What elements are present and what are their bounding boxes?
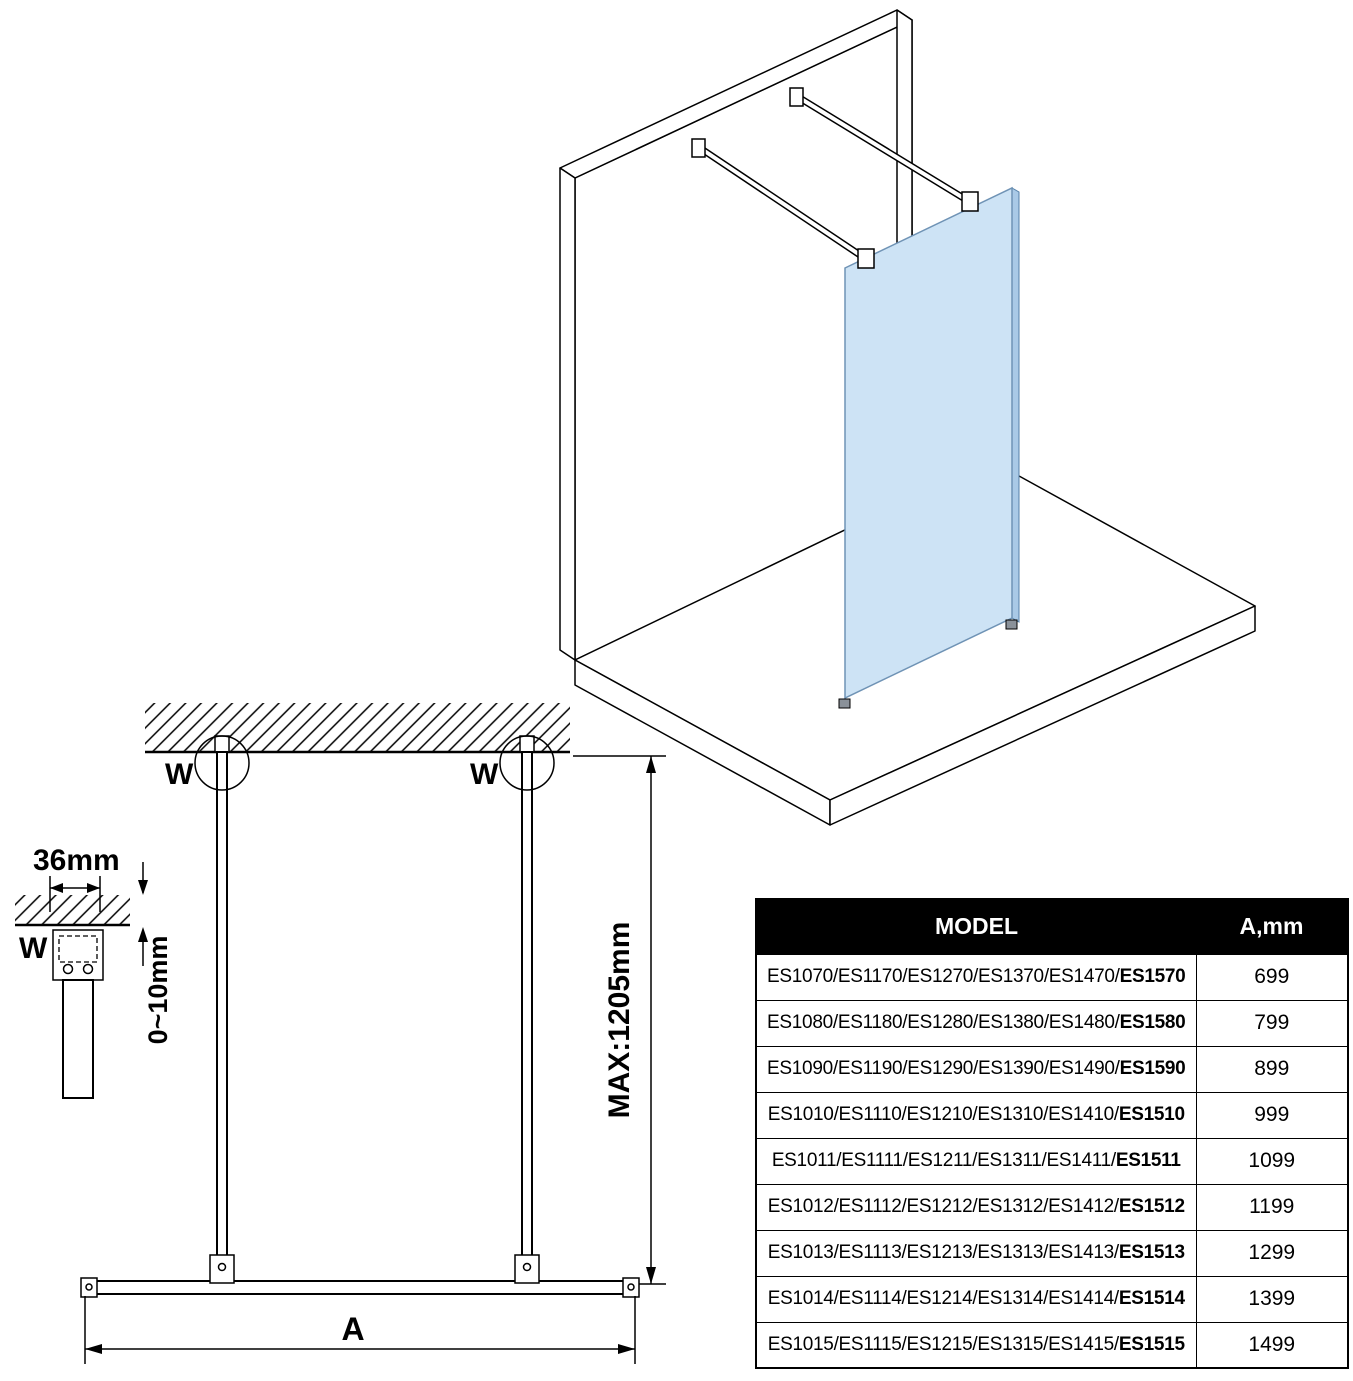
table-header-row: MODEL A,mm [756, 899, 1348, 954]
bracket-body [52, 929, 104, 981]
detail-callout-circle [499, 735, 555, 791]
plan-view-drawing: W W MAX:1205mm [15, 703, 666, 1364]
model-cell: ES1013/ES1113/ES1213/ES1313/ES1413/ES151… [755, 1229, 1197, 1277]
value-cell: 1499 [1195, 1321, 1349, 1369]
value-cell: 999 [1195, 1091, 1349, 1139]
glass-panel [838, 186, 1020, 709]
model-cell: ES1012/ES1112/ES1212/ES1312/ES1412/ES151… [755, 1183, 1197, 1231]
col-header-model: MODEL [756, 899, 1196, 954]
post-glass-clamp [209, 1254, 235, 1284]
table-row: ES1011/ES1111/ES1211/ES1311/ES1411/ES151… [755, 1137, 1349, 1185]
model-cell: ES1011/ES1111/ES1211/ES1311/ES1411/ES151… [755, 1137, 1197, 1185]
glass-clamp [857, 248, 875, 269]
value-cell: 1299 [1195, 1229, 1349, 1277]
value-cell: 1099 [1195, 1137, 1349, 1185]
table-row: ES1015/ES1115/ES1215/ES1315/ES1415/ES151… [755, 1321, 1349, 1369]
dimension-label-max: MAX:1205mm [603, 922, 636, 1119]
table-row: ES1014/ES1114/ES1214/ES1314/ES1414/ES151… [755, 1275, 1349, 1323]
model-cell: ES1010/ES1110/ES1210/ES1310/ES1410/ES151… [755, 1091, 1197, 1139]
model-cell: ES1070/ES1170/ES1270/ES1370/ES1470/ES157… [755, 953, 1197, 1001]
table-row: ES1070/ES1170/ES1270/ES1370/ES1470/ES157… [755, 953, 1349, 1001]
support-bar-rear [789, 87, 979, 212]
glass-foot [838, 698, 851, 709]
table-row: ES1013/ES1113/ES1213/ES1313/ES1413/ES151… [755, 1229, 1349, 1277]
wall-bracket [789, 87, 804, 107]
wall-fixing-label-right: W [470, 758, 499, 791]
dimension-max-height: MAX:1205mm [573, 755, 666, 1285]
support-bar-front [691, 138, 875, 269]
wall-fixing-label-detail: W [19, 932, 48, 965]
table-row: ES1012/ES1112/ES1212/ES1312/ES1412/ES151… [755, 1183, 1349, 1231]
bracket-screw [62, 963, 74, 975]
spec-table: MODEL A,mm ES1070/ES1170/ES1270/ES1370/E… [755, 898, 1349, 1369]
table-row: ES1010/ES1110/ES1210/ES1310/ES1410/ES151… [755, 1091, 1349, 1139]
model-cell: ES1014/ES1114/ES1214/ES1314/ES1414/ES151… [755, 1275, 1197, 1323]
glass-clamp [961, 191, 979, 212]
iso-view-drawing [559, 9, 1256, 826]
value-cell: 799 [1195, 999, 1349, 1047]
detail-callout-circle [194, 735, 250, 791]
wall-fixing-detail: 36mm W 0~10mm [15, 844, 173, 1099]
dimension-label-36mm: 36mm [33, 844, 120, 877]
model-cell: ES1080/ES1180/ES1280/ES1380/ES1480/ES158… [755, 999, 1197, 1047]
wall-section-hatch [145, 703, 570, 754]
value-cell: 699 [1195, 953, 1349, 1001]
wall-bracket [691, 138, 706, 158]
model-cell: ES1090/ES1190/ES1290/ES1390/ES1490/ES159… [755, 1045, 1197, 1093]
model-cell: ES1015/ES1115/ES1215/ES1315/ES1415/ES151… [755, 1321, 1197, 1369]
support-post-right [499, 735, 555, 1258]
value-cell: 899 [1195, 1045, 1349, 1093]
glass-foot [1005, 619, 1018, 630]
dimension-width-a: A [84, 1296, 636, 1364]
bracket-post [62, 979, 94, 1099]
wall-fixing-label-left: W [165, 758, 194, 791]
table-row: ES1090/ES1190/ES1290/ES1390/ES1490/ES159… [755, 1045, 1349, 1093]
value-cell: 1199 [1195, 1183, 1349, 1231]
dimension-label-a: A [341, 1311, 364, 1347]
col-header-amm: A,mm [1196, 899, 1348, 954]
dimension-label-gap: 0~10mm [143, 936, 173, 1045]
support-post-left [194, 735, 250, 1258]
bracket-screw [82, 963, 94, 975]
glass-edge-plan [80, 1254, 640, 1298]
table-row: ES1080/ES1180/ES1280/ES1380/ES1480/ES158… [755, 999, 1349, 1047]
post-glass-clamp [514, 1254, 540, 1284]
wall [559, 9, 913, 661]
value-cell: 1399 [1195, 1275, 1349, 1323]
